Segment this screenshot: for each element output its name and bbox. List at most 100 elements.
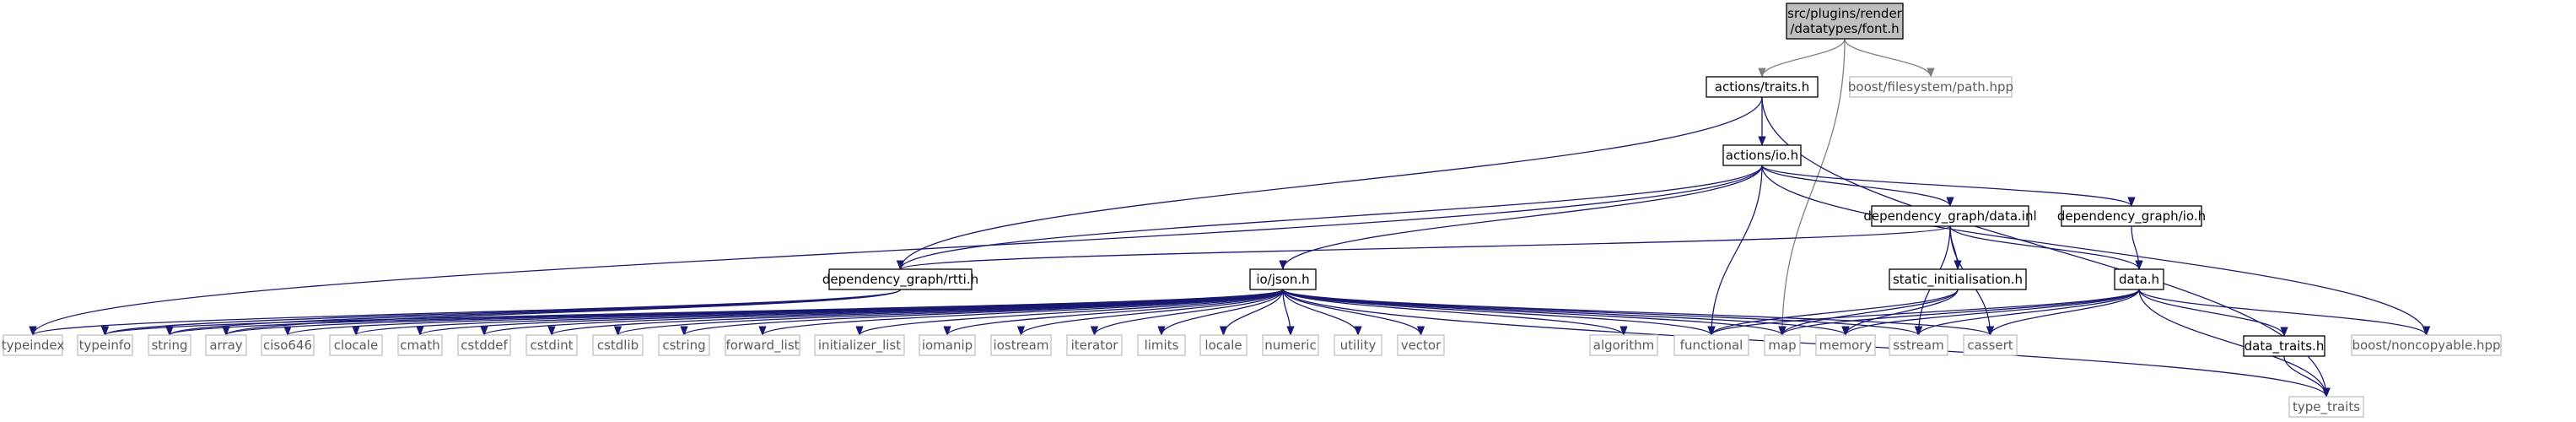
node-box (1849, 76, 2013, 98)
node-label: boost/filesystem/path.hpp (1848, 79, 2013, 95)
node-box (1673, 334, 1749, 356)
node-label: typeinfo (79, 338, 132, 353)
node-label: functional (1680, 338, 1743, 353)
node-label: dependency_graph/rtti.h (822, 272, 978, 288)
node-label: cstddef (461, 338, 508, 353)
edge-io_json-to-limits (1157, 289, 1284, 337)
node-font: src/plugins/render/datatypes/font.h (1786, 3, 1904, 40)
node-box (457, 334, 511, 356)
node-boost-noncopyable: boost/noncopyable.hpp (2351, 334, 2502, 356)
edge-io_json-to-typeinfo (101, 289, 1284, 337)
node-label: array (209, 338, 242, 353)
edge-actions_io-to-dg_rtti (897, 165, 1763, 271)
edge-io_json-to-cstring (680, 289, 1284, 337)
node-label: data_traits.h (2245, 338, 2325, 354)
node-label: cstring (662, 338, 705, 353)
node-label: numeric (1264, 338, 1316, 353)
node-box (1963, 334, 2018, 356)
node-label: iterator (1071, 338, 1119, 353)
node-cassert: cassert (1963, 334, 2018, 356)
edge-io_json-to-functional (1282, 289, 1716, 337)
node-label: typeindex (2, 338, 65, 353)
edge-data_h-to-functional (1707, 289, 2140, 337)
node-box (397, 334, 443, 356)
node-map: map (1764, 334, 1801, 356)
edge-io_json-to-type_traits (1282, 289, 2331, 398)
node-label: vector (1401, 338, 1442, 353)
edge-font-to-actions_traits (1758, 38, 1846, 78)
node-data-h[interactable]: data.h (2114, 268, 2164, 290)
node-box (2061, 205, 2202, 227)
node-box (919, 334, 976, 356)
node-type-traits: type_traits (2288, 396, 2364, 418)
node-label: data.h (2119, 272, 2159, 287)
edge-data_h-to-cassert (1986, 289, 2140, 337)
node-box (77, 334, 133, 356)
node-actions-io[interactable]: actions/io.h (1722, 144, 1802, 166)
edge-actions_io-to-boost_noncopyable (1761, 165, 2431, 337)
node-box (1397, 334, 1445, 356)
edge-actions_io-to-dg_io (1761, 165, 2136, 208)
node-data-traits[interactable]: data_traits.h (2243, 335, 2325, 357)
edge-io_json-to-initializer_list (855, 289, 1284, 337)
edge-static_init-to-functional (1707, 289, 1959, 337)
node-vector: vector (1397, 334, 1445, 356)
node-utility: utility (1334, 334, 1382, 356)
edge-io_json-to-utility (1282, 289, 1362, 337)
edge-data_h-to-sstream (1914, 289, 2140, 337)
node-box (1249, 268, 1317, 290)
edge-static_init-to-map (1778, 289, 1959, 337)
node-label: string (151, 338, 187, 353)
node-actions-traits[interactable]: actions/traits.h (1706, 76, 1819, 98)
node-locale: locale (1199, 334, 1248, 356)
node-dg-data-inl[interactable]: dependency_graph/data.inl (1863, 205, 2037, 227)
node-io-json[interactable]: io/json.h (1249, 268, 1317, 290)
node-dg-io[interactable]: dependency_graph/io.h (2057, 205, 2206, 227)
edge-io_json-to-iterator (1090, 289, 1284, 337)
node-label: limits (1145, 338, 1179, 353)
node-iomanip: iomanip (919, 334, 976, 356)
edge-data_h-to-boost_noncopyable (2138, 289, 2431, 337)
node-limits: limits (1137, 334, 1186, 356)
node-label: cmath (400, 338, 439, 353)
node-boost-path: boost/filesystem/path.hpp (1848, 76, 2013, 98)
edge-dg_data_inl-to-static_init (1949, 225, 1962, 271)
node-cstring: cstring (658, 334, 710, 356)
node-cmath: cmath (397, 334, 443, 356)
node-label: cassert (1967, 338, 2013, 353)
node-array: array (205, 334, 247, 356)
node-algorithm: algorithm (1589, 334, 1658, 356)
node-box (1137, 334, 1186, 356)
node-cstddef: cstddef (457, 334, 511, 356)
node-box (1722, 144, 1802, 166)
node-label: /datatypes/font.h (1790, 21, 1899, 36)
node-box (525, 334, 578, 356)
edge-actions_traits-to-dg_rtti (896, 96, 1763, 271)
edge-dg_data_inl-to-data_h (1949, 225, 2143, 271)
node-box (1066, 334, 1123, 356)
node-box (1815, 334, 1876, 356)
node-ciso646: ciso646 (261, 334, 315, 356)
node-box (592, 334, 644, 356)
node-layer: src/plugins/render/datatypes/font.h actio… (2, 3, 2502, 418)
edge-actions_io-to-typeindex (29, 165, 1763, 337)
node-box (814, 334, 905, 356)
node-box (658, 334, 710, 356)
node-label: boost/noncopyable.hpp (2352, 338, 2500, 353)
node-box (148, 334, 191, 356)
node-box (1334, 334, 1382, 356)
node-box (2288, 396, 2364, 418)
node-box (205, 334, 247, 356)
node-dg-rtti[interactable]: dependency_graph/rtti.h (822, 268, 978, 290)
node-label: dependency_graph/io.h (2057, 208, 2206, 225)
node-label: type_traits (2293, 399, 2360, 415)
edge-io_json-to-cstdint (547, 289, 1284, 337)
node-box (2243, 335, 2325, 357)
edge-data_h-to-map (1778, 289, 2140, 337)
node-box (329, 334, 383, 356)
edge-dg_data_inl-to-dg_rtti (897, 225, 1951, 271)
node-static-init[interactable]: static_initialisation.h (1889, 268, 2027, 290)
node-label: iomanip (922, 338, 973, 353)
node-typeinfo: typeinfo (77, 334, 133, 356)
